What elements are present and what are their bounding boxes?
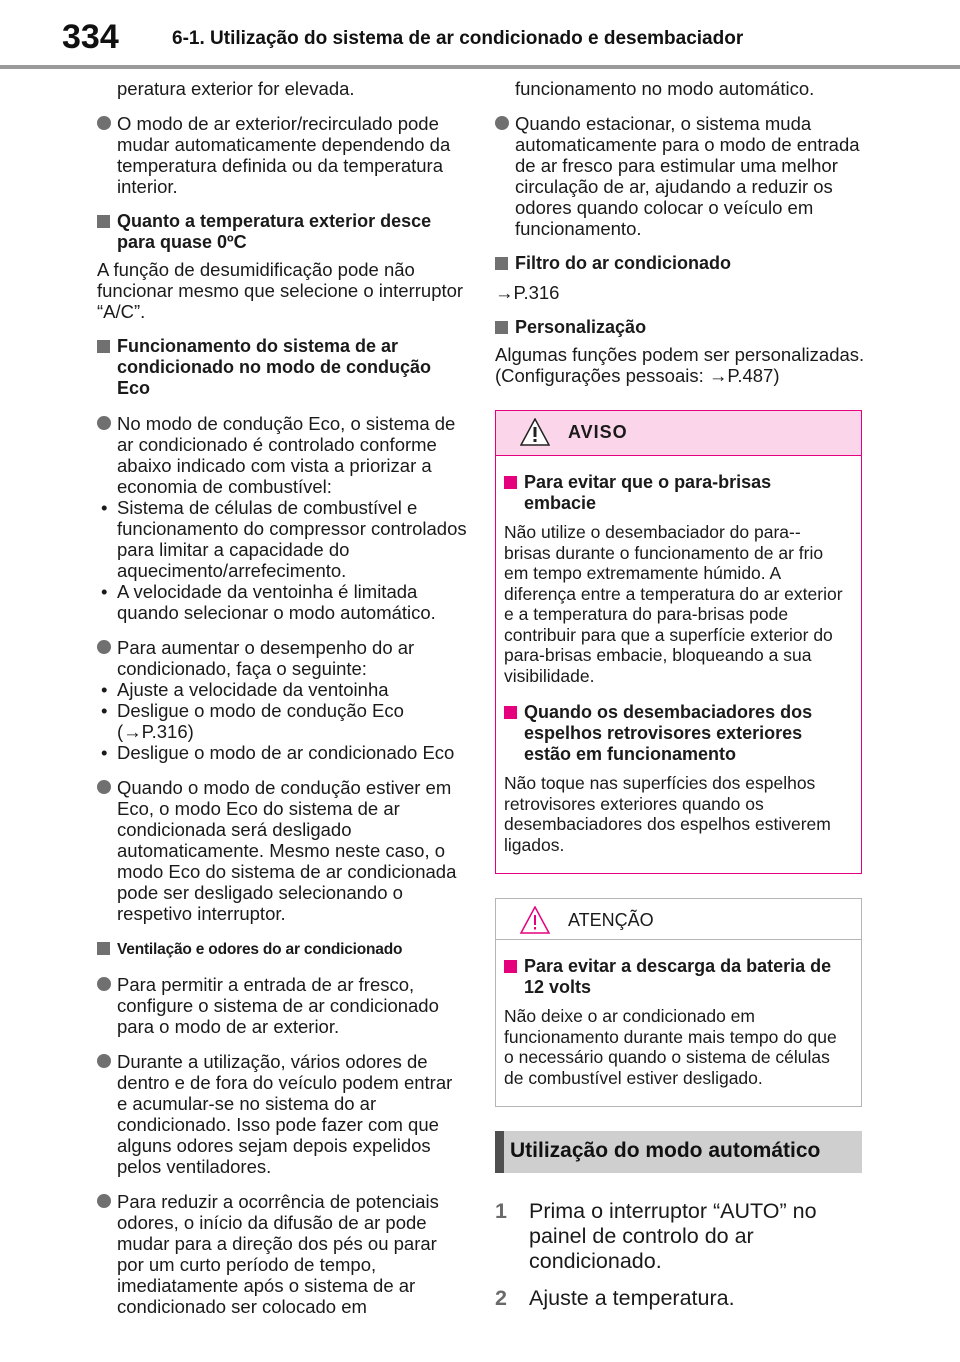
paragraph: Não toque nas superfícies dos espelhos r… — [504, 773, 831, 855]
paragraph: Algumas funções podem ser personalizadas… — [495, 344, 865, 365]
bullet-dot-icon — [97, 116, 111, 130]
bullet-dot-icon — [97, 1054, 111, 1068]
subheading: Personalização — [495, 317, 865, 338]
sub-item: •Sistema de células de combustível e fun… — [101, 497, 467, 581]
caution-box: ATENÇÃO Para evitar a descarga da bateri… — [495, 898, 862, 1107]
sub-item: •Desligue o modo de condução Eco (→P.316… — [101, 700, 404, 742]
paragraph: A função de desumidificação pode não fun… — [97, 259, 464, 322]
page-header: 334 6-1. Utilização do sistema de ar con… — [0, 0, 960, 70]
step-item: 2 Ajuste a temperatura. — [495, 1286, 735, 1310]
warning-triangle-icon — [520, 418, 550, 446]
step-number: 2 — [495, 1286, 507, 1310]
subheading: Quando os desembaciadores dos espelhos r… — [504, 702, 847, 765]
warning-box-header: AVISO — [496, 411, 861, 456]
sub-item: •A velocidade da ventoinha é limitada qu… — [101, 581, 436, 623]
section-heading: Utilização do modo automático — [495, 1131, 862, 1173]
left-column: peratura exterior for elevada. O modo de… — [97, 78, 467, 1317]
subheading: Funcionamento do sistema de ar condicion… — [97, 336, 467, 399]
page-number: 334 — [62, 18, 119, 56]
bullet-dot-icon — [97, 780, 111, 794]
continued-text: peratura exterior for elevada. — [117, 78, 355, 99]
square-bullet-icon — [504, 476, 517, 489]
square-bullet-icon — [97, 215, 110, 228]
bullet-item: Quando o modo de condução estiver em Eco… — [97, 777, 467, 924]
warning-box: AVISO Para evitar que o para-brisas emba… — [495, 410, 862, 874]
bullet-item: Durante a utilização, vários odores de d… — [97, 1051, 467, 1177]
bullet-dot-icon — [97, 416, 111, 430]
step-item: 1 Prima o interruptor “AUTO” no painel d… — [495, 1199, 817, 1273]
subheading: Filtro do ar condicionado — [495, 253, 865, 274]
page-reference[interactable]: →P.316 — [495, 282, 560, 303]
bullet-item: Quando estacionar, o sistema muda automa… — [495, 113, 865, 239]
bullet-item: Para aumentar o desempenho do ar condici… — [97, 637, 467, 679]
bullet-dot-icon — [495, 116, 509, 130]
bullet-item: No modo de condução Eco, o sistema de ar… — [97, 413, 467, 497]
right-column: funcionamento no modo automático. Quando… — [495, 78, 865, 1311]
continued-text: funcionamento no modo automático. — [515, 78, 815, 99]
caution-title: ATENÇÃO — [568, 910, 654, 930]
caution-triangle-icon — [520, 906, 550, 934]
square-bullet-icon — [495, 257, 508, 270]
bullet-item: O modo de ar exterior/recirculado pode m… — [97, 113, 467, 197]
bullet-dot-icon — [97, 1194, 111, 1208]
square-bullet-icon — [495, 321, 508, 334]
paragraph: Não utilize o desembaciador do para--bri… — [504, 522, 843, 686]
bullet-item: Para reduzir a ocorrência de potenciais … — [97, 1191, 467, 1317]
subheading: Para evitar a descarga da bateria de 12 … — [504, 956, 847, 998]
sub-item: •Ajuste a velocidade da ventoinha — [101, 679, 389, 700]
subheading: Quanto a temperatura exterior desce para… — [97, 211, 467, 253]
square-bullet-icon — [504, 960, 517, 973]
paragraph: Não deixe o ar condicionado em funcionam… — [504, 1006, 837, 1088]
caution-box-header: ATENÇÃO — [496, 899, 861, 940]
subheading: Ventilação e odores do ar condicionado — [97, 938, 467, 960]
sub-item: •Desligue o modo de ar condicionado Eco — [101, 742, 455, 763]
step-number: 1 — [495, 1199, 507, 1223]
header-divider — [0, 65, 960, 69]
bullet-dot-icon — [97, 977, 111, 991]
bullet-dot-icon — [97, 640, 111, 654]
bullet-item: Para permitir a entrada de ar fresco, co… — [97, 974, 467, 1037]
section-title: 6-1. Utilização do sistema de ar condici… — [172, 28, 744, 49]
paragraph: (Configurações pessoais: →P.487) — [495, 365, 780, 386]
square-bullet-icon — [97, 340, 110, 353]
subheading: Para evitar que o para-brisas embacie — [504, 472, 847, 514]
warning-title: AVISO — [568, 422, 628, 442]
square-bullet-icon — [97, 942, 110, 955]
square-bullet-icon — [504, 706, 517, 719]
